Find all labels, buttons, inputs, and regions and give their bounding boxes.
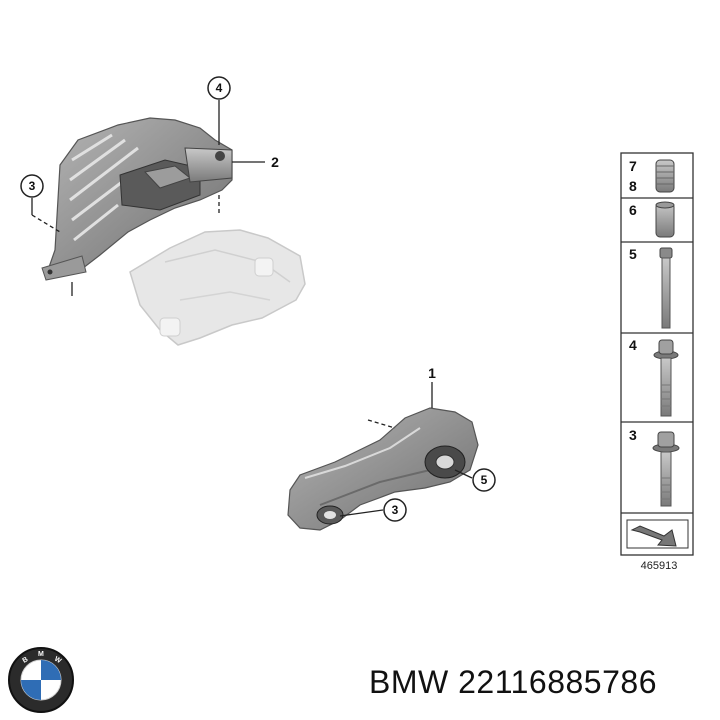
parts-legend-table: 7 8 6 5 4 3 bbox=[620, 152, 694, 572]
svg-text:3: 3 bbox=[392, 503, 399, 517]
leader-lines bbox=[31, 100, 473, 517]
engine-mount-illustration bbox=[41, 117, 233, 281]
hex-bolt-icon bbox=[652, 431, 680, 507]
svg-text:B: B bbox=[22, 656, 30, 665]
svg-text:M: M bbox=[38, 651, 44, 658]
svg-text:5: 5 bbox=[481, 473, 488, 487]
callout-3-left: 3 bbox=[20, 174, 44, 198]
svg-text:4: 4 bbox=[216, 81, 223, 95]
callout-4-top: 4 bbox=[207, 76, 231, 100]
long-bolt-icon bbox=[659, 247, 673, 329]
callout-3-bottom: 3 bbox=[383, 498, 407, 522]
sleeve-nut-icon bbox=[655, 159, 675, 193]
legend-number-4: 4 bbox=[629, 337, 637, 353]
legend-number-7: 7 bbox=[629, 158, 637, 174]
callout-2: 2 bbox=[271, 154, 279, 170]
svg-text:2: 2 bbox=[271, 154, 279, 170]
legend-number-5: 5 bbox=[629, 246, 637, 262]
legend-number-3: 3 bbox=[629, 427, 637, 443]
sleeve-nut-short-icon bbox=[655, 201, 675, 238]
arrow-plate-icon bbox=[626, 519, 689, 549]
legend-number-8: 8 bbox=[629, 178, 637, 194]
callout-1: 1 bbox=[428, 365, 436, 381]
svg-text:W: W bbox=[53, 656, 63, 666]
svg-text:3: 3 bbox=[29, 179, 36, 193]
callout-5: 5 bbox=[472, 468, 496, 492]
part-number-caption: BMW 22116885786 bbox=[369, 664, 657, 700]
bmw-logo: B M W bbox=[8, 647, 74, 713]
torque-rod-illustration bbox=[287, 407, 479, 531]
legend-reference-number: 465913 bbox=[641, 560, 678, 572]
svg-text:1: 1 bbox=[428, 365, 436, 381]
ghost-bracket-illustration bbox=[129, 229, 306, 346]
flange-bolt-icon bbox=[653, 339, 679, 417]
legend-number-6: 6 bbox=[629, 202, 637, 218]
